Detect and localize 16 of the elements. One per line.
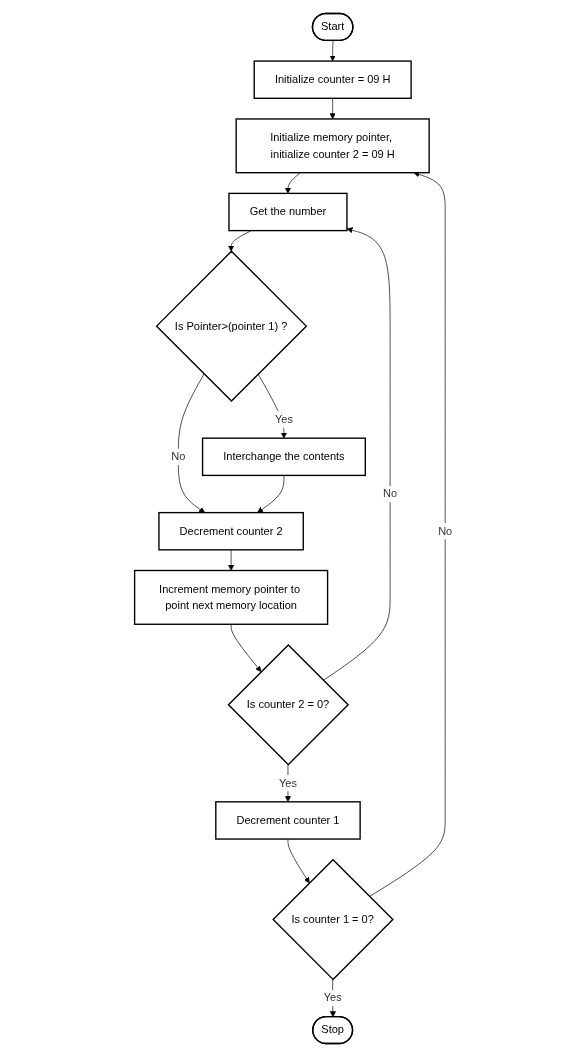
- node-box: Get the number: [227, 192, 348, 232]
- edge-label: Yes: [278, 777, 297, 789]
- node-box: Decrement counter 2: [157, 511, 304, 551]
- node-diamond: Is counter 2 = 0?: [227, 643, 349, 766]
- node-box: Initialize counter = 09 H: [253, 60, 412, 99]
- node-box: Decrement counter 1: [214, 801, 361, 840]
- node-box: Interchange the contents: [201, 437, 366, 477]
- node-box: Initialize memory pointer, initialize counter 2 = 09 H: [235, 118, 430, 174]
- edge-label: Yes: [274, 413, 293, 426]
- node-diamond: Is counter 1 = 0?: [271, 858, 394, 981]
- edge-label: No: [170, 450, 185, 463]
- edge-label: No: [382, 487, 397, 500]
- node-diamond: Is Pointer>(pointer 1) ?: [155, 250, 307, 402]
- edge-label: Yes: [323, 991, 342, 1004]
- edge-label: No: [437, 525, 452, 537]
- node-box: Increment memory pointer to point next memory location: [133, 569, 328, 625]
